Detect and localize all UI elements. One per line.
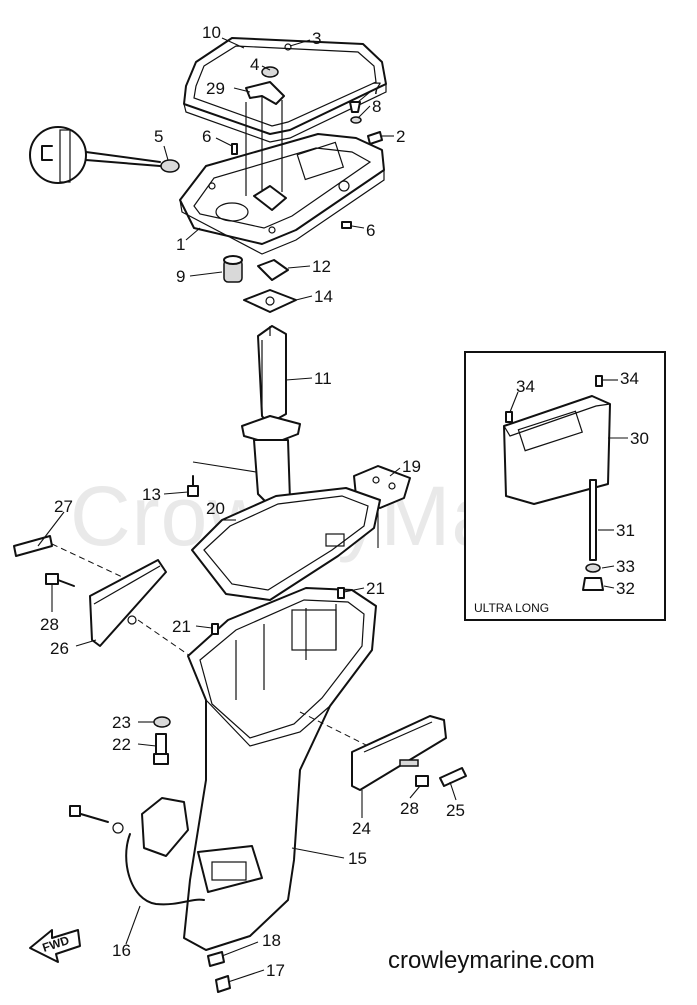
part-31-stud (589, 479, 597, 561)
part-23-washer (153, 716, 171, 728)
callout-32: 32 (616, 579, 635, 598)
callout-6-top: 6 (202, 127, 211, 146)
callout-24: 24 (352, 819, 371, 838)
part-9-seal (223, 255, 243, 283)
part-1-bottom-plate (179, 96, 385, 255)
callout-2: 2 (396, 127, 405, 146)
part-27-strip (13, 535, 53, 557)
callout-9: 9 (176, 267, 185, 286)
callout-11: 11 (314, 369, 332, 388)
part-4-grommet (261, 66, 279, 78)
part-21-pin-right (337, 587, 345, 599)
part-25-plate (439, 767, 467, 787)
part-20-gasket (191, 487, 381, 601)
callout-12: 12 (312, 257, 331, 276)
part-22-bolt (153, 733, 169, 765)
callout-4: 4 (250, 55, 259, 74)
inset-caption: ULTRA LONG (474, 601, 549, 615)
callout-34-left: 34 (516, 377, 535, 396)
part-7-screw (349, 101, 361, 113)
part-15-lower-casing (183, 587, 377, 951)
part-21-pin-left (211, 623, 219, 635)
part-11-exhaust-tube (241, 325, 301, 507)
leader-lines (37, 37, 628, 983)
part-6-pin-top (231, 143, 238, 155)
callout-5: 5 (154, 127, 163, 146)
callout-8: 8 (372, 97, 381, 116)
callout-30: 30 (630, 429, 649, 448)
callout-19: 19 (402, 457, 421, 476)
callout-14: 14 (314, 287, 333, 306)
callout-15: 15 (348, 849, 367, 868)
callout-3: 3 (312, 29, 321, 48)
callout-21-left: 21 (172, 617, 191, 636)
callout-29: 29 (206, 79, 225, 98)
callout-22: 22 (112, 735, 131, 754)
callout-23: 23 (112, 713, 131, 732)
part-26-side-cover (89, 559, 167, 647)
part-32-nut (582, 577, 604, 591)
callout-20: 20 (206, 499, 225, 518)
part-34-pin-right (595, 375, 603, 387)
assembly-line-26 (137, 619, 197, 661)
callout-25: 25 (446, 801, 465, 820)
callout-13: 13 (142, 485, 161, 504)
callout-27: 27 (54, 497, 73, 516)
part-12-grommet (257, 259, 289, 281)
part-8-washer (350, 116, 362, 124)
part-28-screw-right (399, 759, 429, 787)
callout-31: 31 (616, 521, 635, 540)
callout-17: 17 (266, 961, 285, 980)
callout-1: 1 (176, 235, 185, 254)
callout-6-right: 6 (366, 221, 375, 240)
assembly-line-13 (192, 461, 257, 473)
part-28-screw-left (45, 573, 75, 587)
part-16-ground-cable (69, 797, 205, 906)
part-6-pin-right (341, 221, 352, 229)
part-24-side-cover (351, 715, 447, 791)
part-18-nut (207, 951, 225, 967)
callout-16: 16 (112, 941, 131, 960)
callout-28-left: 28 (40, 615, 59, 634)
callout-21-right: 21 (366, 579, 385, 598)
part-29-bracket (245, 81, 285, 105)
callout-34-right: 34 (620, 369, 639, 388)
ultra-long-inset: ULTRA LONG (464, 351, 666, 621)
part-5-grommet (160, 159, 180, 173)
part-10-top-cover (183, 37, 387, 143)
part-34-pin-left (505, 411, 513, 423)
part-2-bolt (367, 131, 383, 145)
callout-labels: 10 3 4 29 7 8 5 6 2 6 1 9 12 14 11 13 19… (40, 23, 649, 980)
callout-33: 33 (616, 557, 635, 576)
part-33-washer (585, 563, 601, 573)
part-14-gasket (243, 289, 297, 313)
callout-18: 18 (262, 931, 281, 950)
part-13-bolt (187, 475, 199, 497)
detail-inset-clip (29, 126, 161, 184)
footer-url: crowleymarine.com (388, 947, 595, 974)
fwd-arrow-icon: FWD (29, 929, 81, 963)
part-17-bolt (215, 975, 231, 993)
callout-26: 26 (50, 639, 69, 658)
callout-28-right: 28 (400, 799, 419, 818)
part-30-extension (503, 395, 611, 505)
callout-7: 7 (372, 79, 381, 98)
callout-10: 10 (202, 23, 221, 42)
assembly-line-24 (299, 711, 369, 747)
